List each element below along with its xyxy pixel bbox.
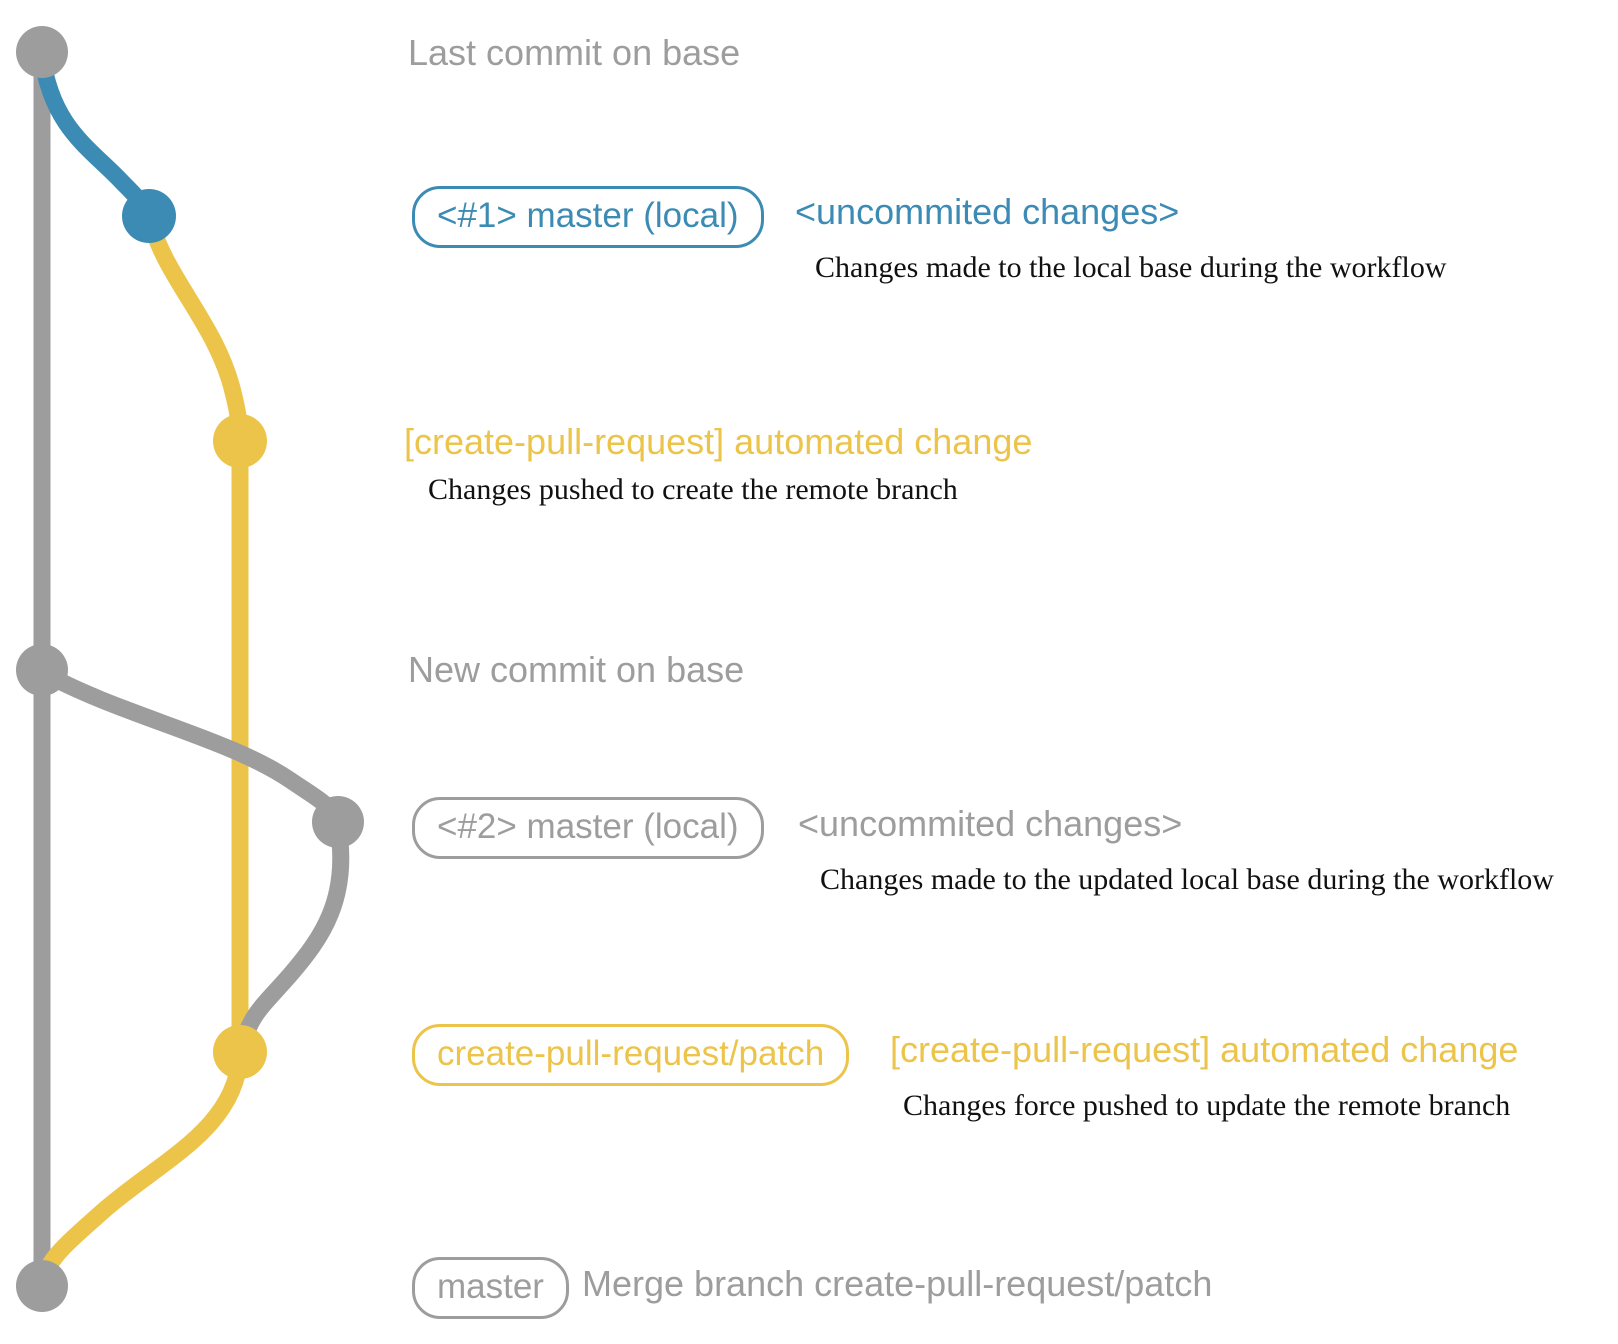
title-merge-branch: Merge branch create-pull-request/patch	[582, 1263, 1213, 1304]
commit-node-patch-1	[213, 414, 267, 468]
commit-node-merge	[16, 1260, 68, 1312]
badge-master-label: master	[412, 1257, 569, 1319]
commit-node-new-base	[16, 644, 68, 696]
commit-node-last-base	[16, 26, 68, 78]
badge-local-master-2-label: <#2> master (local)	[412, 797, 764, 859]
desc-automated-change-1: Changes pushed to create the remote bran…	[428, 473, 958, 506]
desc-uncommited-changes-2: Changes made to the updated local base d…	[820, 863, 1554, 896]
local-master-2-force-push-curve	[232, 824, 350, 1053]
badge-local-master-2: <#2> master (local)	[412, 797, 764, 859]
commit-node-local-master-1	[122, 189, 176, 243]
caption-last-commit-on-base: Last commit on base	[408, 32, 741, 73]
badge-local-master-1: <#1> master (local)	[412, 186, 764, 248]
title-automated-change-2: [create-pull-request] automated change	[890, 1029, 1519, 1070]
badge-patch-branch-label: create-pull-request/patch	[412, 1024, 850, 1086]
badge-patch-branch: create-pull-request/patch	[412, 1024, 850, 1086]
patch-branch-curve-from-local-1	[140, 213, 249, 447]
title-uncommited-changes-2: <uncommited changes>	[798, 803, 1183, 844]
local-master-1-branch-curve	[33, 54, 157, 220]
desc-uncommited-changes-1: Changes made to the local base during th…	[815, 251, 1447, 284]
desc-automated-change-2: Changes force pushed to update the remot…	[903, 1089, 1511, 1122]
commit-node-local-master-2	[312, 796, 364, 848]
badge-local-master-1-label: <#1> master (local)	[412, 186, 764, 248]
badge-master: master	[412, 1257, 569, 1319]
local-master-2-branch-curve	[37, 664, 346, 826]
commit-node-patch-2	[213, 1025, 267, 1079]
patch-branch-merge-curve	[33, 1054, 249, 1288]
caption-new-commit-on-base: New commit on base	[408, 649, 745, 690]
title-uncommited-changes-1: <uncommited changes>	[795, 191, 1180, 232]
title-automated-change-1: [create-pull-request] automated change	[404, 421, 1033, 462]
